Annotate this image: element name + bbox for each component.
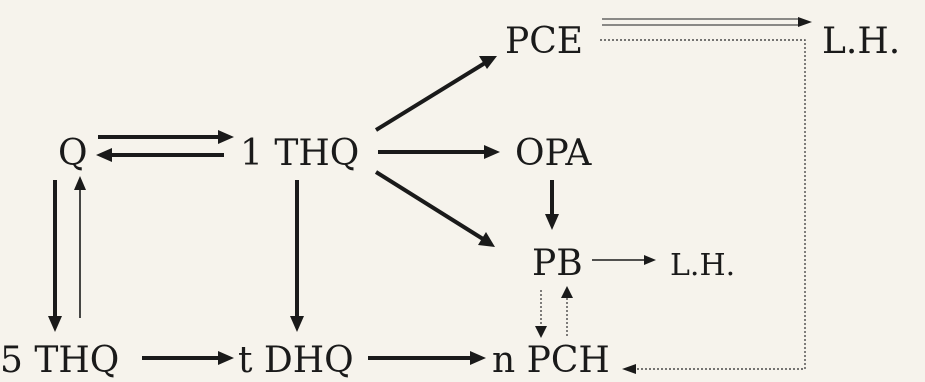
node-lh-mid: L.H. xyxy=(670,248,735,283)
node-pb: PB xyxy=(532,243,583,284)
edge-1thq-to-pce xyxy=(374,56,497,132)
edge-npch-to-pb xyxy=(561,286,573,336)
node-q: Q xyxy=(58,133,88,174)
edge-opa-to-pb xyxy=(545,180,559,230)
edge-5thq-to-q xyxy=(74,176,86,318)
edge-tdhq-to-npch xyxy=(368,351,486,365)
node-npch: n PCH xyxy=(492,340,610,381)
edge-pb-to-npch xyxy=(535,290,547,338)
edge-q-to-1thq xyxy=(98,130,234,144)
edge-5thq-to-tdhq xyxy=(142,351,234,365)
node-pce: PCE xyxy=(505,21,583,62)
edge-1thq-to-tdhq xyxy=(290,180,304,332)
edge-q-to-5thq xyxy=(48,180,62,332)
node-1thq: 1 THQ xyxy=(240,133,359,174)
edge-1thq-to-opa xyxy=(378,145,500,159)
edge-1thq-to-q xyxy=(96,148,224,162)
node-opa: OPA xyxy=(515,133,592,174)
edge-pce-to-npch-dotted xyxy=(600,39,806,374)
node-tdhq: t DHQ xyxy=(238,340,354,381)
edge-pb-to-lh xyxy=(592,255,656,265)
node-5thq: 5 THQ xyxy=(0,340,119,381)
edge-1thq-to-pb xyxy=(374,170,495,247)
edge-pce-to-lh xyxy=(602,17,812,27)
node-lh-top: L.H. xyxy=(822,21,900,62)
